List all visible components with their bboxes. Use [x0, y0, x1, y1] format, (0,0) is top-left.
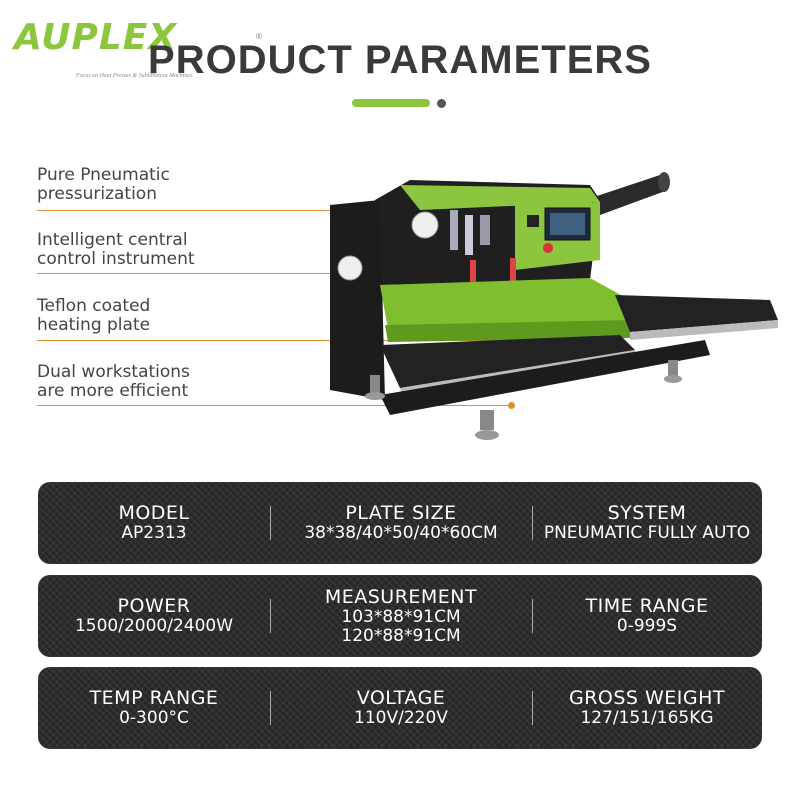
spec-panel-row-1: MODEL AP2313 PLATE SIZE 38*38/40*50/40*6…	[38, 482, 762, 564]
title-underline-bar	[352, 99, 430, 107]
spec-label: GROSS WEIGHT	[568, 687, 726, 709]
spec-time-range: TIME RANGE 0-999S	[532, 575, 762, 657]
divider	[532, 506, 533, 540]
spec-value: 103*88*91CM	[341, 606, 461, 627]
spec-model: MODEL AP2313	[38, 482, 270, 564]
spec-system: SYSTEM PNEUMATIC FULLY AUTO	[532, 482, 762, 564]
logo-tagline: Focus on Heat Presses & Sublimation Mach…	[76, 73, 193, 79]
spec-value: PNEUMATIC FULLY AUTO	[543, 523, 751, 543]
divider	[270, 691, 271, 725]
spec-value: 38*38/40*50/40*60CM	[304, 523, 498, 543]
spec-label: MODEL	[118, 502, 190, 524]
divider	[532, 599, 533, 633]
spec-label: VOLTAGE	[356, 687, 446, 709]
spec-value: AP2313	[121, 523, 187, 543]
feature-line1: Teflon coated	[37, 296, 151, 316]
spec-panel-row-2: POWER 1500/2000/2400W MEASUREMENT 103*88…	[38, 575, 762, 657]
feature-dual: Dual workstations are more efficient	[37, 362, 515, 409]
spec-panel-row-3: TEMP RANGE 0-300°C VOLTAGE 110V/220V GRO…	[38, 667, 762, 749]
spec-value-secondary: 120*88*91CM	[341, 625, 461, 646]
spec-gross-weight: GROSS WEIGHT 127/151/165KG	[532, 667, 762, 749]
spec-temp-range: TEMP RANGE 0-300°C	[38, 667, 270, 749]
feature-line2: pressurization	[37, 184, 157, 204]
feature-line2: control instrument	[37, 249, 195, 269]
callout-line	[37, 402, 515, 409]
spec-label: POWER	[117, 595, 191, 617]
feature-control: Intelligent central control instrument	[37, 230, 545, 277]
divider	[270, 506, 271, 540]
page-title: PRODUCT PARAMETERS	[148, 38, 652, 82]
feature-line1: Dual workstations	[37, 362, 190, 382]
spec-label: PLATE SIZE	[345, 502, 457, 524]
brand-logo: AUPLEX ® Focus on Heat Presses & Sublima…	[14, 17, 264, 80]
logo-registered-mark: ®	[256, 32, 262, 41]
divider	[270, 599, 271, 633]
feature-line2: heating plate	[37, 315, 151, 335]
feature-line2: are more efficient	[37, 381, 189, 401]
logo-text: AUPLEX	[14, 17, 178, 58]
spec-label: MEASUREMENT	[324, 585, 478, 608]
spec-value: 127/151/165KG	[580, 708, 714, 728]
spec-value: 0-300°C	[119, 708, 189, 728]
spec-value: 1500/2000/2400W	[74, 616, 234, 636]
spec-label: TIME RANGE	[585, 595, 709, 617]
feature-teflon: Teflon coated heating plate	[37, 296, 540, 344]
spec-value: 110V/220V	[354, 708, 448, 728]
feature-line1: Pure Pneumatic	[37, 165, 170, 185]
title-underline-dot	[437, 99, 446, 108]
spec-voltage: VOLTAGE 110V/220V	[270, 667, 532, 749]
spec-measurement: MEASUREMENT 103*88*91CM 120*88*91CM	[270, 575, 532, 657]
spec-plate-size: PLATE SIZE 38*38/40*50/40*60CM	[270, 482, 532, 564]
feature-pneumatic: Pure Pneumatic pressurization	[37, 165, 440, 214]
spec-label: TEMP RANGE	[89, 687, 219, 709]
spec-power: POWER 1500/2000/2400W	[38, 575, 270, 657]
spec-value: 0-999S	[616, 616, 678, 636]
spec-label: SYSTEM	[607, 502, 687, 524]
heat-press-machine-image	[330, 172, 778, 440]
feature-line1: Intelligent central	[37, 230, 188, 250]
divider	[532, 691, 533, 725]
